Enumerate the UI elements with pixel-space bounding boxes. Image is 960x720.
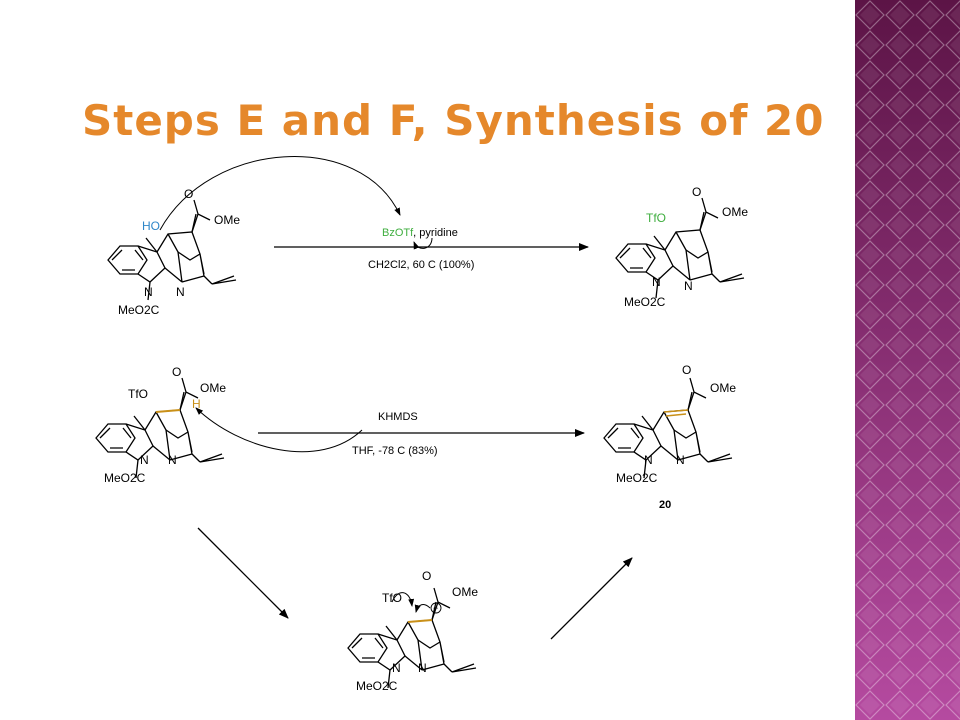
- molecule-anion-intermediate: − TfO O OMe N N MeO2C: [347, 569, 478, 693]
- triflate-label: TfO: [128, 387, 148, 401]
- carbamate-label: MeO2C: [616, 471, 658, 485]
- carbamate-label: MeO2C: [356, 679, 398, 693]
- reaction-scheme: HO O OMe N N MeO2C BzOTf, pyridine CH2Cl…: [95, 156, 748, 693]
- step2-conditions: THF, -78 C (83%): [352, 445, 438, 457]
- amine-n-label: N: [176, 285, 185, 299]
- amine-n-label: N: [418, 661, 427, 675]
- arrow-to-anion: [197, 527, 289, 619]
- ester-carbonyl-label: O: [422, 569, 431, 583]
- mechanism-arrow-attack: [159, 156, 401, 231]
- indole-n-label: N: [144, 285, 153, 299]
- ester-carbonyl-label: O: [692, 185, 701, 199]
- indole-n-label: N: [652, 275, 661, 289]
- amine-n-label: N: [168, 453, 177, 467]
- hydrogen-label: H: [192, 397, 201, 411]
- indole-n-label: N: [644, 453, 653, 467]
- ome-label: OMe: [722, 205, 748, 219]
- carbamate-label: MeO2C: [624, 295, 666, 309]
- hydroxyl-label: HO: [142, 219, 160, 233]
- arrow-from-anion: [550, 557, 633, 640]
- ester-carbonyl-label: O: [184, 187, 193, 201]
- amine-n-label: N: [684, 279, 693, 293]
- molecule-triflate: TfO O OMe N N MeO2C: [615, 185, 748, 309]
- decorative-sidebar: [855, 0, 960, 720]
- step2-reagent: KHMDS: [378, 411, 418, 423]
- carbamate-label: MeO2C: [104, 471, 146, 485]
- ome-label: OMe: [200, 381, 226, 395]
- slide-title: Steps E and F, Synthesis of 20: [82, 96, 825, 145]
- ome-label: OMe: [214, 213, 240, 227]
- step1-reagent: BzOTf, pyridine: [382, 227, 458, 239]
- carbanion-charge: −: [433, 603, 438, 613]
- triflate-label: TfO: [382, 591, 402, 605]
- molecule-product-20: O OMe N N MeO2C: [603, 363, 736, 485]
- indole-n-label: N: [392, 661, 401, 675]
- ester-carbonyl-label: O: [172, 365, 181, 379]
- carbamate-label: MeO2C: [118, 303, 160, 317]
- triflate-label: TfO: [646, 211, 666, 225]
- molecule-triflate-deprotonation: TfO O OMe H N N MeO2C: [95, 365, 226, 485]
- step1-conditions: CH2Cl2, 60 C (100%): [368, 259, 474, 271]
- mechanism-arrow-small: [413, 237, 433, 250]
- ome-label: OMe: [710, 381, 736, 395]
- compound-number: 20: [659, 499, 671, 511]
- ome-label: OMe: [452, 585, 478, 599]
- amine-n-label: N: [676, 453, 685, 467]
- ester-carbonyl-label: O: [682, 363, 691, 377]
- mechanism-arrow-base: [195, 407, 363, 453]
- indole-n-label: N: [140, 453, 149, 467]
- molecule-alcohol: HO O OMe N N MeO2C: [107, 187, 240, 317]
